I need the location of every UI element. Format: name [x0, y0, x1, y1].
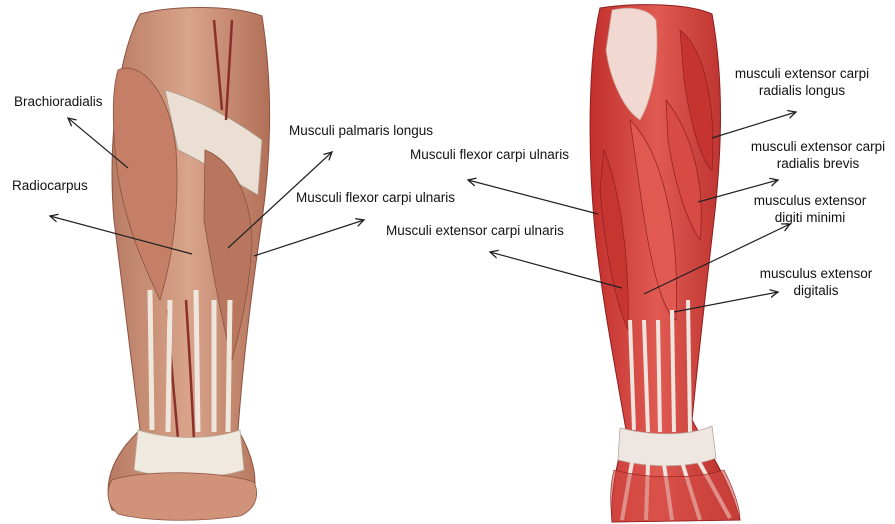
label-ext-digiti-minimi-line1: musculus extensor: [740, 192, 880, 209]
arrow-ext-carpi-rad-longus: [712, 112, 796, 138]
label-ext-carpi-rad-brevis-line2: radialis brevis: [738, 155, 895, 172]
label-ext-carpi-rad-longus-line2: radialis longus: [722, 82, 882, 99]
label-ext-digitalis-line2: digitalis: [746, 282, 886, 299]
hand-base-left: [108, 473, 257, 521]
label-ext-digiti-minimi-line2: digiti minimi: [740, 209, 880, 226]
label-flexor-carpi-ulnaris-left: Musculi flexor carpi ulnaris: [296, 189, 455, 206]
wrist-band-left: [134, 430, 244, 478]
arrow-flexor-carpi-ulnaris-left: [254, 220, 364, 256]
left-forearm-illustration: [108, 8, 269, 521]
label-ext-carpi-rad-longus: musculi extensor carpi radialis longus: [722, 65, 882, 99]
label-ext-carpi-rad-brevis-line1: musculi extensor carpi: [738, 138, 895, 155]
label-brachioradialis: Brachioradialis: [14, 93, 103, 110]
label-extensor-carpi-ulnaris: Musculi extensor carpi ulnaris: [386, 222, 564, 239]
hand-base-right: [611, 470, 740, 522]
right-forearm-illustration: [590, 5, 740, 522]
label-palmaris-longus: Musculi palmaris longus: [289, 122, 433, 139]
label-ext-carpi-rad-brevis: musculi extensor carpi radialis brevis: [738, 138, 895, 172]
arrow-flexor-carpi-ulnaris-right: [468, 180, 598, 214]
label-ext-digitalis: musculus extensor digitalis: [746, 265, 886, 299]
label-ext-digitalis-line1: musculus extensor: [746, 265, 886, 282]
label-ext-carpi-rad-longus-line1: musculi extensor carpi: [722, 65, 882, 82]
label-ext-digiti-minimi: musculus extensor digiti minimi: [740, 192, 880, 226]
label-flexor-carpi-ulnaris-right: Musculi flexor carpi ulnaris: [410, 146, 569, 163]
label-radiocarpus: Radiocarpus: [12, 177, 88, 194]
